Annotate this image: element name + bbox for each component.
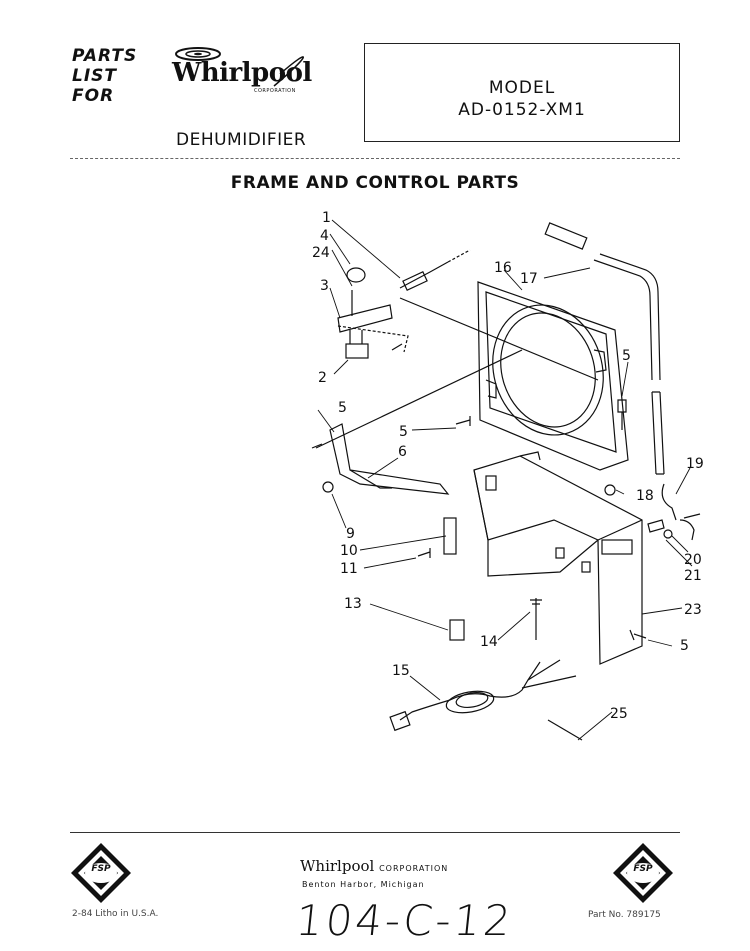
gasket-strip-side (593, 259, 653, 381)
front-frame (477, 281, 629, 471)
callout-4: 4 (320, 228, 329, 244)
screw-5-right (617, 399, 627, 430)
wire-25 (547, 719, 583, 741)
gasket-strip-top (544, 222, 588, 250)
callout-19: 19 (686, 456, 704, 472)
product-name: DEHUMIDIFIER (176, 130, 307, 150)
callout-10: 10 (340, 543, 358, 559)
fan-orifice (492, 304, 604, 436)
for-word: FOR (72, 86, 115, 106)
switch-block (345, 343, 369, 359)
base-chassis (473, 455, 643, 665)
brand-name: Whirlpool (172, 58, 312, 88)
callout-20: 20 (684, 552, 702, 568)
handle-19 (661, 483, 677, 521)
header-divider (70, 158, 680, 159)
parts-list-for-label: PARTS LIST FOR (72, 46, 137, 106)
company-name: Whirlpool CORPORATION (300, 857, 448, 875)
power-cord (399, 661, 541, 721)
thermostat-bulb (402, 271, 428, 291)
fsp-badge-left: FSP (70, 842, 132, 904)
callout-21: 21 (684, 568, 702, 584)
callout-2: 2 (318, 370, 327, 386)
model-box: MODEL AD-0152-XM1 (364, 43, 680, 142)
plug (389, 710, 411, 732)
company-suffix: CORPORATION (379, 864, 449, 873)
handwritten-code: 104-C-12 (293, 896, 516, 945)
callout-16: 16 (494, 260, 512, 276)
screw-20 (683, 513, 701, 519)
callout-5-mid: 5 (399, 424, 408, 440)
form-number: Part No. 789175 (588, 910, 661, 920)
callout-5-base: 5 (680, 638, 689, 654)
callout-23: 23 (684, 602, 702, 618)
nut-9 (322, 481, 334, 493)
callout-3: 3 (320, 278, 329, 294)
whirlpool-logo: Whirlpool CORPORATION (162, 44, 322, 100)
callout-9: 9 (346, 526, 355, 542)
company-city: Benton Harbor, Michigan (302, 880, 425, 889)
callout-5-left: 5 (338, 400, 347, 416)
callout-14: 14 (480, 634, 498, 650)
model-number: AD-0152-XM1 (458, 100, 586, 120)
model-label: MODEL (488, 78, 556, 98)
grommet-18 (604, 484, 616, 496)
control-bracket (337, 304, 393, 333)
callout-1: 1 (322, 210, 331, 226)
parts-word: PARTS (72, 46, 138, 66)
control-knob (346, 267, 366, 283)
fsp-label-left: FSP (91, 864, 111, 874)
callout-24: 24 (312, 245, 330, 261)
brand-corporation: CORPORATION (254, 88, 296, 94)
thermostat-capillary (399, 261, 449, 289)
callout-13: 13 (344, 596, 362, 612)
capacitor-13 (449, 619, 465, 641)
footer-divider (70, 832, 680, 833)
fsp-label-right: FSP (633, 864, 653, 874)
mounting-bracket (329, 423, 450, 495)
washer-21 (663, 529, 673, 539)
fsp-badge-right: FSP (612, 842, 674, 904)
company-brand: Whirlpool (300, 857, 375, 875)
callout-18: 18 (636, 488, 654, 504)
callout-25: 25 (610, 706, 628, 722)
fsp-diamond-icon (613, 843, 673, 903)
callout-6: 6 (398, 444, 407, 460)
callout-labels: 1 4 24 3 2 5 5 16 17 5 5 6 19 18 9 10 11… (312, 210, 704, 722)
fsp-diamond-icon (71, 843, 131, 903)
list-word: LIST (72, 66, 117, 86)
callout-5-frame: 5 (622, 348, 631, 364)
litho-note: 2-84 Litho in U.S.A. (72, 909, 159, 919)
callout-17: 17 (520, 271, 538, 287)
callout-15: 15 (392, 663, 410, 679)
whirlpool-swirl-icon (175, 47, 304, 87)
section-title: FRAME AND CONTROL PARTS (230, 173, 520, 193)
callout-11: 11 (340, 561, 358, 577)
